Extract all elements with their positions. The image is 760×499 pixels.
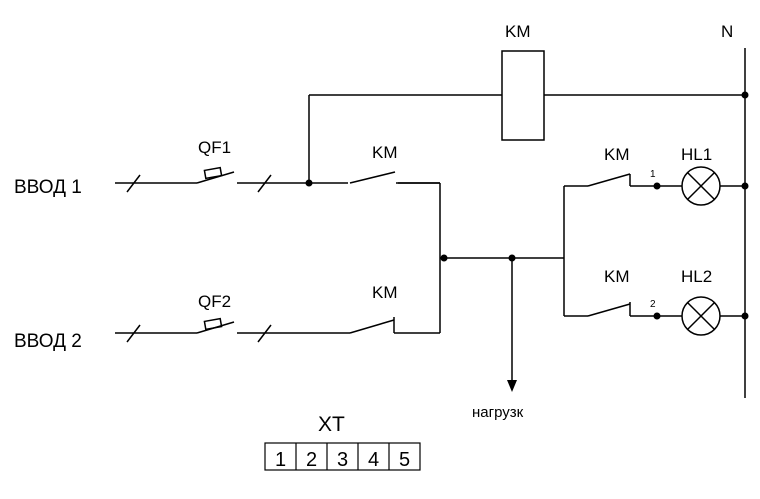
- main-contact-1-label: KM: [372, 143, 398, 162]
- qf1-switch-blade: [196, 171, 235, 184]
- wire-tick: [126, 174, 141, 193]
- common-bus: [440, 254, 564, 392]
- terminal-block: XT 1 2 3 4 5: [264, 413, 421, 471]
- qf1-label: QF1: [198, 138, 231, 157]
- hl2-label: HL2: [681, 267, 712, 286]
- hl2-lamp: [681, 296, 721, 336]
- junction-dot: [440, 254, 448, 262]
- neutral-label: N: [721, 22, 733, 41]
- qf2-label: QF2: [198, 292, 231, 311]
- main-contact-2: [349, 258, 441, 334]
- aux-mark-2: 2: [650, 299, 656, 310]
- junction-dot: [741, 182, 749, 190]
- terminal-4: 4: [368, 449, 379, 471]
- terminal-1: 1: [275, 449, 286, 471]
- qf2-breaker-box: [203, 317, 223, 331]
- wire-tick: [126, 324, 141, 343]
- aux-contact-1-label: KM: [604, 145, 630, 164]
- terminal-block-title: XT: [318, 413, 345, 436]
- input-1-label: ВВОД 1: [14, 177, 82, 198]
- aux-contact-2-label: KM: [604, 267, 630, 286]
- qf1-breaker-box: [203, 166, 223, 180]
- input-2-circuit: [115, 317, 350, 343]
- hl1-lamp: [681, 166, 721, 206]
- main-contact-2-label: KM: [372, 283, 398, 302]
- aux-contact-2-blade: [587, 303, 631, 317]
- junction-dot: [741, 312, 749, 320]
- main-contact-1: [348, 171, 441, 258]
- load-arrow: [507, 380, 517, 392]
- junction-dot: [653, 182, 661, 190]
- input-2-label: ВВОД 2: [14, 331, 82, 352]
- indicator-branch-1: [563, 166, 749, 316]
- wire-tick: [257, 174, 272, 193]
- indicator-branch-2: [564, 296, 749, 336]
- coil-circuit: [308, 50, 749, 183]
- junction-dot: [653, 312, 661, 320]
- wire-tick: [257, 324, 272, 343]
- coil-label: KM: [505, 22, 531, 41]
- terminal-2: 2: [306, 449, 317, 471]
- terminal-3: 3: [337, 449, 348, 471]
- km-coil: [501, 50, 545, 141]
- aux-mark-1: 1: [650, 169, 656, 180]
- aux-contact-1-blade: [587, 173, 631, 187]
- hl1-label: HL1: [681, 145, 712, 164]
- terminal-5: 5: [399, 449, 410, 471]
- load-label: нагрузк: [472, 404, 524, 421]
